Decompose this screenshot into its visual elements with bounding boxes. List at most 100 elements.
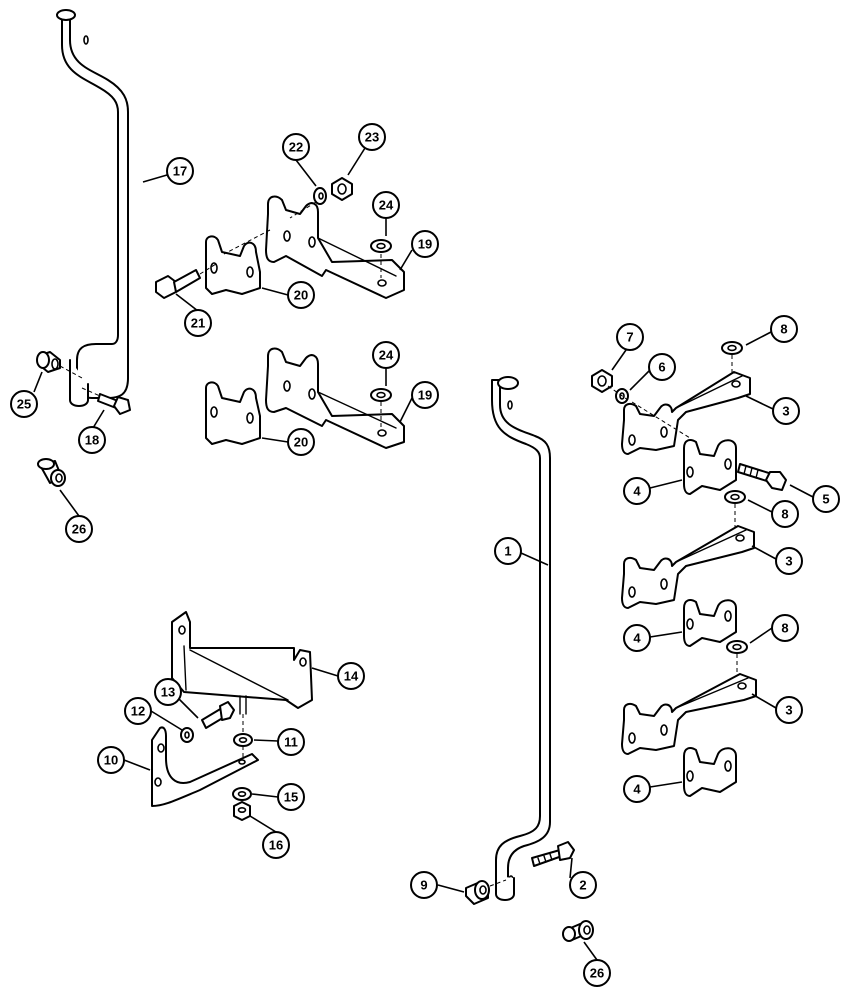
bolt-13 xyxy=(201,701,235,729)
callout-13: 13 xyxy=(154,678,182,706)
bolt-18 xyxy=(81,387,131,415)
svg-text:21: 21 xyxy=(191,316,205,331)
callout-3-middle: 3 xyxy=(775,547,803,575)
callout-6: 6 xyxy=(648,353,676,381)
washer-7 xyxy=(591,369,613,393)
svg-text:3: 3 xyxy=(782,404,789,419)
callout-8-middle: 8 xyxy=(771,500,799,528)
clamp-4-bottom xyxy=(683,747,737,797)
callout-4-bottom: 4 xyxy=(623,775,651,803)
washer-15 xyxy=(232,787,252,801)
svg-text:3: 3 xyxy=(785,554,792,569)
callout-20-upper: 20 xyxy=(287,281,315,309)
svg-text:4: 4 xyxy=(633,631,641,646)
bracket-3-bottom xyxy=(621,673,757,755)
svg-text:15: 15 xyxy=(284,790,298,805)
svg-text:20: 20 xyxy=(294,288,308,303)
bushing-25 xyxy=(36,351,83,379)
bolt-21 xyxy=(155,263,217,299)
svg-text:9: 9 xyxy=(420,878,427,893)
svg-text:17: 17 xyxy=(173,164,187,179)
clamp-20-upper xyxy=(205,235,261,295)
bracket-19-middle xyxy=(265,347,405,449)
washer-24-upper xyxy=(370,239,392,278)
callout-7: 7 xyxy=(616,323,644,351)
svg-text:13: 13 xyxy=(161,685,175,700)
bracket-10 xyxy=(151,726,259,807)
callout-19-upper: 19 xyxy=(411,230,439,258)
svg-text:20: 20 xyxy=(294,435,308,450)
rod-1 xyxy=(491,376,551,901)
bolt-2 xyxy=(531,841,575,867)
callout-11: 11 xyxy=(277,728,305,756)
bolt-5 xyxy=(737,463,787,491)
washer-22-upper xyxy=(223,187,327,255)
svg-text:4: 4 xyxy=(633,782,641,797)
svg-text:4: 4 xyxy=(633,484,641,499)
callout-5: 5 xyxy=(812,485,840,513)
callout-10: 10 xyxy=(97,746,125,774)
washer-8-top xyxy=(721,341,743,378)
callout-16: 16 xyxy=(262,831,290,859)
bushing-26-right xyxy=(562,920,594,942)
callout-4-middle: 4 xyxy=(623,624,651,652)
callout-21: 21 xyxy=(184,309,212,337)
callout-14: 14 xyxy=(337,662,365,690)
svg-text:26: 26 xyxy=(72,522,86,537)
callout-2: 2 xyxy=(569,871,597,899)
callouts: 17 22 23 24 19 20 21 24 19 20 25 18 26 7… xyxy=(10,123,840,987)
callout-9: 9 xyxy=(410,871,438,899)
nut-16 xyxy=(233,801,251,821)
svg-text:19: 19 xyxy=(418,237,432,252)
callout-24-upper: 24 xyxy=(372,191,400,219)
svg-text:8: 8 xyxy=(781,621,788,636)
svg-text:16: 16 xyxy=(269,838,283,853)
bushing-26-left xyxy=(37,458,66,487)
svg-text:25: 25 xyxy=(17,397,31,412)
callout-19-middle: 19 xyxy=(411,381,439,409)
svg-text:1: 1 xyxy=(504,544,511,559)
svg-text:10: 10 xyxy=(104,753,118,768)
callout-25: 25 xyxy=(10,390,38,418)
callout-12: 12 xyxy=(124,697,152,725)
clamp-20-middle xyxy=(205,381,261,445)
svg-text:11: 11 xyxy=(284,735,298,750)
bushing-9 xyxy=(465,879,507,905)
svg-text:8: 8 xyxy=(780,322,787,337)
svg-text:18: 18 xyxy=(85,433,99,448)
clamp-4-top xyxy=(683,439,737,495)
callout-22: 22 xyxy=(282,133,310,161)
callout-26-left: 26 xyxy=(65,515,93,543)
callout-15: 15 xyxy=(277,783,305,811)
svg-text:2: 2 xyxy=(579,878,586,893)
bracket-3-middle xyxy=(621,525,755,609)
svg-text:14: 14 xyxy=(344,669,359,684)
callout-1: 1 xyxy=(494,537,522,565)
callout-20-middle: 20 xyxy=(287,428,315,456)
svg-text:24: 24 xyxy=(379,198,394,213)
svg-text:3: 3 xyxy=(785,703,792,718)
callout-8-top: 8 xyxy=(770,315,798,343)
callout-17: 17 xyxy=(166,157,194,185)
svg-text:26: 26 xyxy=(590,966,604,981)
svg-text:22: 22 xyxy=(289,140,303,155)
bracket-19-upper xyxy=(265,195,405,299)
nut-23 xyxy=(331,177,353,201)
callout-4-top: 4 xyxy=(623,477,651,505)
callout-23: 23 xyxy=(358,123,386,151)
svg-text:6: 6 xyxy=(658,360,665,375)
washer-8-bottom xyxy=(726,640,748,680)
clamp-4-middle xyxy=(683,599,737,647)
washer-24-middle xyxy=(370,388,392,430)
washer-12 xyxy=(180,727,194,743)
svg-text:5: 5 xyxy=(822,492,829,507)
svg-text:12: 12 xyxy=(131,704,145,719)
svg-text:23: 23 xyxy=(365,130,379,145)
svg-text:24: 24 xyxy=(379,348,394,363)
svg-text:19: 19 xyxy=(418,388,432,403)
callout-26-right: 26 xyxy=(583,959,611,987)
rod-17 xyxy=(56,9,129,407)
washer-8-middle xyxy=(724,490,746,530)
